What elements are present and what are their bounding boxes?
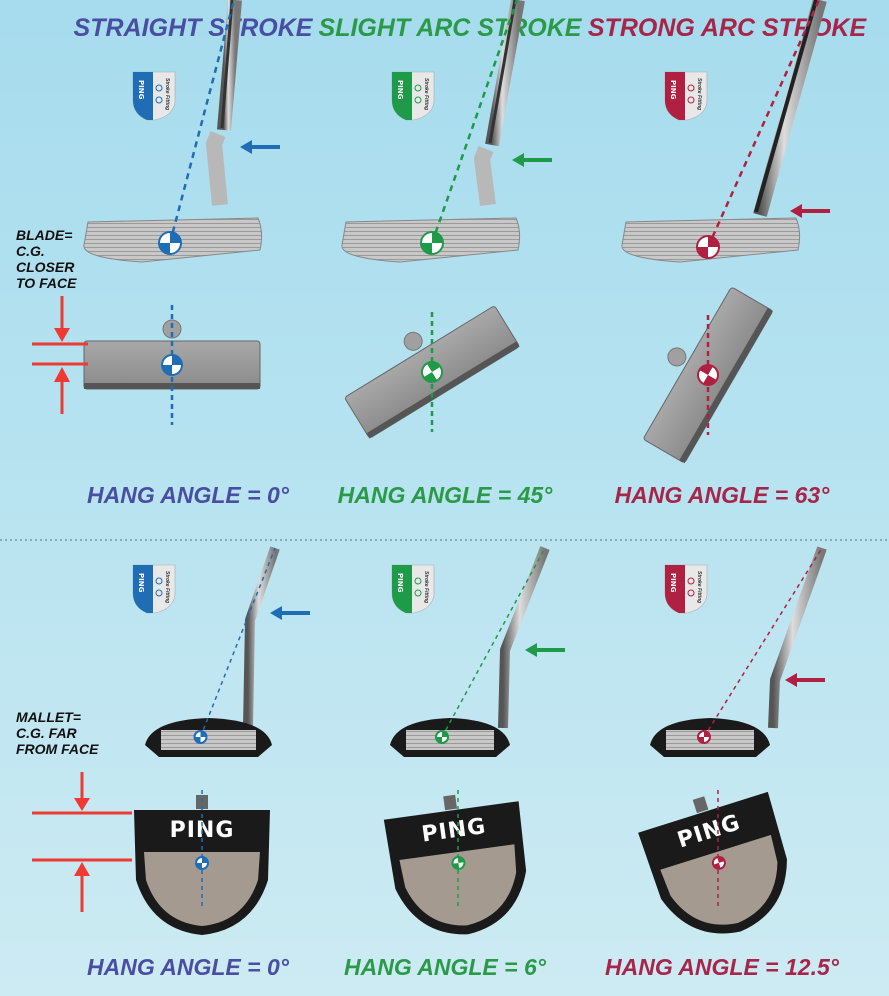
blade-putter-side-view	[341, 0, 525, 263]
mallet-putter-top-view: PING	[134, 790, 270, 935]
mallet-hang-angle-label: HANG ANGLE = 0°	[87, 954, 290, 980]
mallet-putter-side-view	[390, 546, 550, 757]
shaft-axis-line	[703, 547, 823, 738]
blade-putter-top-view	[643, 287, 773, 464]
shaft-axis-line	[199, 547, 276, 738]
shaft-axis-line	[430, 0, 519, 244]
mallet-cg-measure	[32, 772, 132, 912]
center-of-gravity-icon	[451, 855, 466, 870]
stroke-type-title: STRAIGHT STROKE	[74, 14, 314, 42]
blade-hang-angle-label: HANG ANGLE = 63°	[615, 482, 831, 508]
badge-logo: PING	[396, 573, 404, 593]
mallet-hang-angle-label: HANG ANGLE = 12.5°	[605, 954, 840, 980]
stroke-fitting-badge: PING Stroke Fitting	[664, 71, 708, 121]
blade-note-line: TO FACE	[16, 275, 77, 291]
blade-cg-measure	[32, 296, 88, 414]
mallet-putter-side-view	[650, 546, 827, 757]
blade-note-line: BLADE=	[16, 227, 72, 243]
mallet-note-line: C.G. FAR	[16, 725, 78, 741]
center-of-gravity-icon	[697, 363, 719, 386]
center-of-gravity-icon	[696, 235, 720, 259]
stroke-fitting-badge: PING Stroke Fitting	[132, 564, 176, 614]
badge-text: Stroke Fitting	[696, 78, 702, 110]
mallet-hang-angle-label: HANG ANGLE = 6°	[344, 954, 547, 980]
badge-text: Stroke Fitting	[423, 571, 429, 603]
blade-putter-top-view	[83, 305, 261, 425]
badge-logo: PING	[669, 80, 677, 100]
blade-note-line: C.G.	[16, 243, 45, 259]
badge-logo: PING	[669, 573, 677, 593]
blade-note: BLADE= C.G. CLOSER TO FACE	[16, 227, 77, 291]
stroke-fitting-badge: PING Stroke Fitting	[664, 564, 708, 614]
badge-text: Stroke Fitting	[164, 78, 170, 110]
stroke-fitting-badge: PING Stroke Fitting	[132, 71, 176, 121]
mallet-putter-top-view: PING	[383, 789, 527, 935]
shaft-axis-line	[706, 0, 821, 248]
center-of-gravity-icon	[421, 361, 443, 383]
stroke-fitting-badge: PING Stroke Fitting	[391, 564, 435, 614]
blade-hang-angle-label: HANG ANGLE = 45°	[338, 482, 554, 508]
center-of-gravity-icon	[711, 855, 726, 870]
mallet-putter-top-view: PING	[638, 790, 787, 934]
center-of-gravity-icon	[195, 856, 209, 870]
mallet-note: MALLET= C.G. FAR FROM FACE	[16, 709, 99, 757]
mallet-note-line: MALLET=	[16, 709, 81, 725]
arrow-left-icon	[525, 643, 565, 657]
badge-text: Stroke Fitting	[164, 571, 170, 603]
center-of-gravity-icon	[161, 354, 183, 376]
arrow-left-icon	[790, 204, 830, 218]
stroke-type-title: SLIGHT ARC STROKE	[319, 14, 583, 42]
mallet-putter-side-view	[145, 546, 280, 757]
center-of-gravity-icon	[158, 231, 182, 255]
blade-putter-side-view	[621, 0, 827, 263]
center-of-gravity-icon	[697, 730, 711, 744]
arrow-left-icon	[240, 140, 280, 154]
badge-text: Stroke Fitting	[423, 78, 429, 110]
badge-logo: PING	[396, 80, 404, 100]
center-of-gravity-icon	[435, 730, 449, 744]
shaft-axis-line	[168, 0, 236, 244]
badge-text: Stroke Fitting	[696, 571, 702, 603]
blade-hang-angle-label: HANG ANGLE = 0°	[87, 482, 290, 508]
blade-putter-side-view	[83, 0, 263, 263]
stroke-fitting-badge: PING Stroke Fitting	[391, 71, 435, 121]
shaft-axis-line	[441, 547, 546, 738]
arrow-left-icon	[512, 153, 552, 167]
mallet-note-line: FROM FACE	[16, 741, 99, 757]
blade-putter-top-view	[345, 306, 520, 439]
arrow-left-icon	[270, 606, 310, 620]
center-of-gravity-icon	[420, 231, 444, 255]
blade-note-line: CLOSER	[16, 259, 75, 275]
arrow-left-icon	[785, 673, 825, 687]
badge-logo: PING	[137, 80, 145, 100]
stroke-type-title: STRONG ARC STROKE	[588, 14, 868, 42]
badge-logo: PING	[137, 573, 145, 593]
center-of-gravity-icon	[193, 730, 208, 744]
